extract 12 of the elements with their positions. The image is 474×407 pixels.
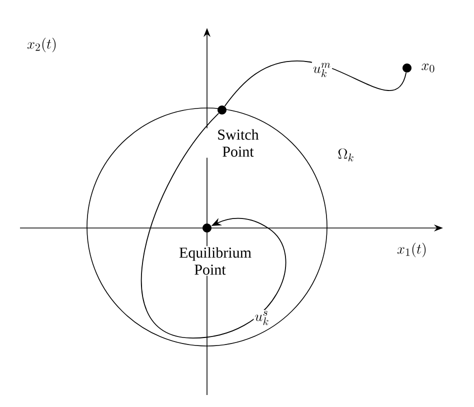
curve-arrow (141, 112, 286, 338)
point-label: Equilibrium Point (178, 246, 252, 276)
point-dot (202, 224, 212, 232)
axis-label: $x_1(t)$ (397, 242, 426, 258)
point-dot (402, 64, 412, 72)
axis-label: $\Omega_k$ (338, 148, 354, 162)
point-dot (218, 106, 226, 114)
edge-label: $u_k^m$ (312, 62, 332, 78)
axis-label: $x_2(t)$ (27, 38, 56, 52)
point-label: $x_0$ (420, 62, 436, 74)
point-label: Switch Point (206, 128, 270, 158)
edge-label: $u_k^s$ (254, 310, 270, 326)
